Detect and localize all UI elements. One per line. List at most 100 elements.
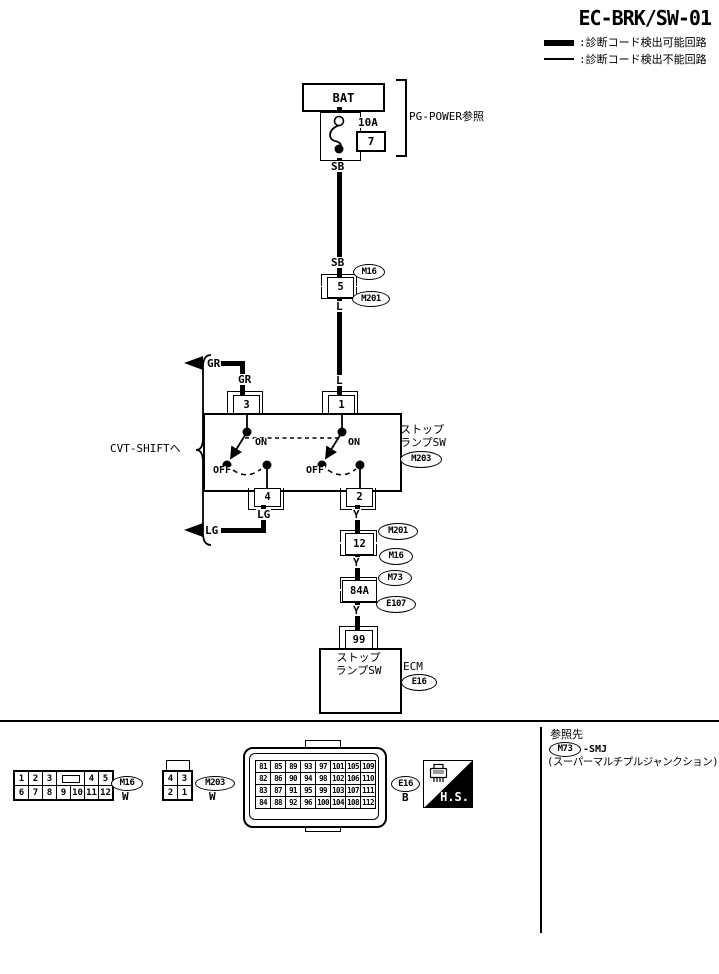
switch-name-line1: ストップ xyxy=(400,423,444,436)
terminal-cell: 4 xyxy=(164,772,177,785)
terminal-cell: 6 xyxy=(15,786,28,799)
keyway-icon xyxy=(61,774,80,783)
terminal-cell: 98 xyxy=(316,773,330,784)
terminal-cell: 84 xyxy=(256,797,270,808)
terminal-cell: 88 xyxy=(271,797,285,808)
terminal-cell: 107 xyxy=(346,785,360,796)
terminal-cell: 105 xyxy=(346,761,360,772)
m203-connector-view: 4 3 2 1 xyxy=(162,770,193,801)
terminal-cell: 99 xyxy=(316,785,330,796)
wire-main-vertical xyxy=(337,158,342,395)
terminal-cell: 93 xyxy=(301,761,315,772)
stop-lamp-switch-box xyxy=(203,413,402,492)
terminal-84a-box: 84A xyxy=(342,580,377,602)
wire-color-l-lower: L xyxy=(335,374,344,387)
pg-power-bracket xyxy=(396,79,407,157)
legend-undetectable-label: :診断コード検出不能回路 xyxy=(579,53,707,66)
m203-color-code: W xyxy=(208,790,217,803)
m16-row2: 6 7 8 9 10 11 12 xyxy=(15,786,112,799)
terminal-cell: 112 xyxy=(361,797,375,808)
terminal-cell: 4 xyxy=(85,772,98,785)
fuse-icon xyxy=(329,115,345,154)
connector-m203-oval: M203 xyxy=(195,776,235,791)
wire-color-lg-pin: LG xyxy=(256,508,272,521)
hs-label: H.S. xyxy=(440,790,469,804)
wire-color-gr-arrow: GR xyxy=(206,357,222,370)
m16-color-code: W xyxy=(121,790,130,803)
cvt-brace xyxy=(195,354,213,546)
terminal-cell: 111 xyxy=(361,785,375,796)
terminal-1-box: 1 xyxy=(328,395,355,415)
terminal-3-box: 3 xyxy=(233,395,260,415)
reference-description: (スーパーマルチプルジャンクション) xyxy=(547,756,719,768)
wire-y-vertical xyxy=(355,505,360,632)
terminal-cell: 5 xyxy=(99,772,112,785)
terminal-cell: 82 xyxy=(256,773,270,784)
legend-detectable-label: :診断コード検出可能回路 xyxy=(579,36,707,49)
terminal-cell: 106 xyxy=(346,773,360,784)
connector-m16-oval: M16 xyxy=(111,776,143,791)
wire-color-y-low: Y xyxy=(352,604,361,617)
keyway-cell xyxy=(57,772,84,785)
m203-row1: 4 3 xyxy=(164,772,191,785)
legend-thin-line xyxy=(544,58,574,60)
wire-lg-horizontal xyxy=(221,528,266,533)
pin1-bracket xyxy=(322,391,358,414)
ecm-label: ECM xyxy=(403,660,423,673)
terminal-cell: 96 xyxy=(301,797,315,808)
e16-color-code: B xyxy=(401,791,410,804)
wire-gr-horizontal xyxy=(221,361,245,366)
terminal-cell: 83 xyxy=(256,785,270,796)
connector-e16-oval: E16 xyxy=(401,674,437,691)
terminal-cell: 95 xyxy=(301,785,315,796)
terminal-cell: 7 xyxy=(29,786,42,799)
terminal-cell: 90 xyxy=(286,773,300,784)
pg-power-reference: PG-POWER参照 xyxy=(409,110,484,123)
connector-m73-oval: M73 xyxy=(378,570,412,586)
connector-m16-oval: M16 xyxy=(353,264,385,280)
terminal-cell: 3 xyxy=(178,772,191,785)
footer-divider xyxy=(0,720,719,722)
hs-mark: H.S. xyxy=(423,760,473,808)
switch-off-right-label: OFF xyxy=(305,465,326,476)
terminal-cell: 2 xyxy=(164,786,177,799)
terminal-cell: 109 xyxy=(361,761,375,772)
inline-connector-bracket-top xyxy=(340,530,377,542)
connector-m16-oval: M16 xyxy=(379,548,413,565)
gr-branch-arrow-icon xyxy=(184,356,203,370)
terminal-99-box: 99 xyxy=(345,630,373,650)
fuse-number-box: 7 xyxy=(356,131,386,152)
terminal-cell: 97 xyxy=(316,761,330,772)
connector-m201-oval: M201 xyxy=(378,523,418,540)
pin3-bracket xyxy=(227,391,263,414)
terminal-cell: 102 xyxy=(331,773,345,784)
terminal-cell: 89 xyxy=(286,761,300,772)
switch-on-left-label: ON xyxy=(254,437,269,448)
inline-connector-bracket-bottom xyxy=(340,544,377,556)
page-title: EC-BRK/SW-01 xyxy=(578,6,712,30)
terminal-5-box: 5 xyxy=(327,277,354,298)
wire-color-sb-upper: SB xyxy=(330,160,346,173)
wire-color-gr-pin: GR xyxy=(237,373,253,386)
switch-off-left-label: OFF xyxy=(212,465,233,476)
m16-connector-view: 1 2 3 4 5 6 7 8 9 10 11 12 xyxy=(13,770,114,801)
terminal-cell: 1 xyxy=(15,772,28,785)
ecm-name-line1: ストップ xyxy=(336,651,381,664)
pin99-bracket xyxy=(339,626,378,649)
connector-e16-oval: E16 xyxy=(391,776,420,792)
terminal-cell: 3 xyxy=(43,772,56,785)
terminal-cell: 1 xyxy=(178,786,191,799)
switch-on-right-label: ON xyxy=(347,437,362,448)
connector-e107-oval: E107 xyxy=(376,596,416,613)
switch-name-line2: ランプSW xyxy=(400,436,446,449)
terminal-cell: 8 xyxy=(43,786,56,799)
terminal-cell: 81 xyxy=(256,761,270,772)
fuse-box xyxy=(320,112,361,161)
terminal-cell: 100 xyxy=(316,797,330,808)
lg-branch-arrow-icon xyxy=(184,523,203,537)
terminal-12-box: 12 xyxy=(345,533,374,555)
battery-box: BAT xyxy=(302,83,385,112)
cvt-shift-label: CVT-SHIFTへ xyxy=(110,442,181,455)
terminal-cell: 10 xyxy=(71,786,84,799)
